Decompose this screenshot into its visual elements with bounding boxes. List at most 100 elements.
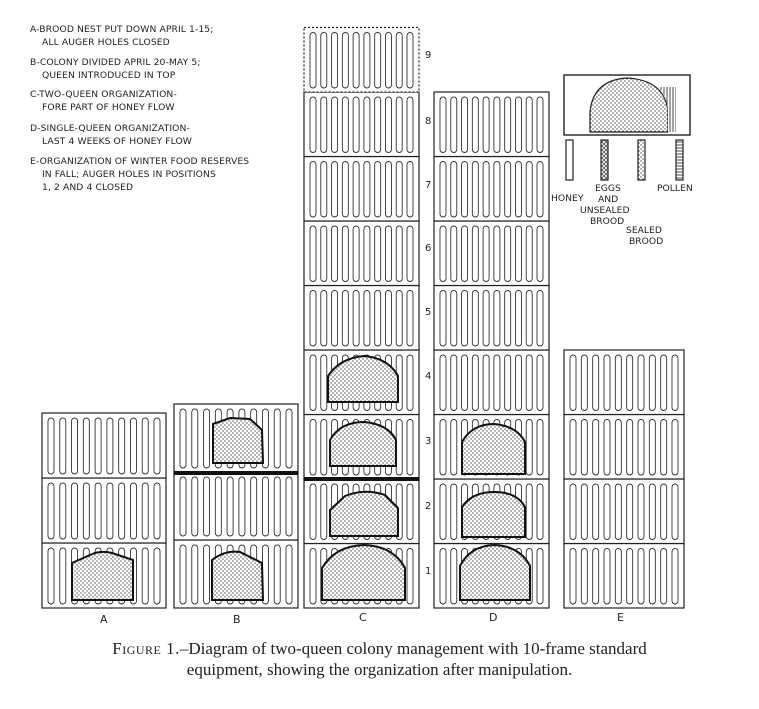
frame: [352, 161, 360, 218]
frame: [320, 225, 328, 282]
frame: [603, 548, 611, 605]
key-pollen-swatch: [675, 139, 684, 181]
frame: [592, 419, 600, 476]
frame: [504, 96, 512, 153]
frame: [580, 483, 588, 540]
frame: [203, 544, 211, 605]
frame: [309, 32, 317, 89]
frame: [493, 354, 501, 411]
brood-d2: [461, 490, 526, 538]
legend-b-line2: QUEEN INTRODUCED IN TOP: [42, 70, 176, 81]
frame: [47, 482, 55, 540]
frame: [450, 483, 458, 540]
frame: [363, 290, 371, 347]
frame: [439, 96, 447, 153]
frame: [648, 483, 656, 540]
frame: [395, 32, 403, 89]
frame: [648, 548, 656, 605]
position-1: 1: [425, 566, 431, 577]
caption-line1-text: –Diagram of two-queen colony management …: [179, 639, 647, 658]
hive-label-b: B: [233, 613, 241, 626]
key-eggs-line2: AND: [598, 194, 618, 205]
hive-label-c: C: [359, 611, 367, 624]
frame: [471, 96, 479, 153]
super-box: [303, 155, 420, 222]
frame: [406, 354, 414, 411]
frame: [637, 419, 645, 476]
frame: [179, 408, 187, 469]
frame: [471, 161, 479, 218]
frame: [514, 290, 522, 347]
frame: [331, 225, 339, 282]
key-brood-arc: [589, 77, 669, 133]
frame: [71, 482, 79, 540]
frame: [118, 482, 126, 540]
frame: [363, 225, 371, 282]
frame: [637, 483, 645, 540]
frame: [309, 290, 317, 347]
brood-a1: [71, 550, 134, 601]
frame: [439, 225, 447, 282]
frame: [614, 483, 622, 540]
frame: [580, 419, 588, 476]
frame: [309, 354, 317, 411]
frame: [250, 476, 258, 537]
frame: [273, 408, 281, 469]
frame: [450, 96, 458, 153]
key-sealed-line1: SEALED: [626, 225, 662, 236]
frame: [536, 483, 544, 540]
frame: [614, 548, 622, 605]
frame: [203, 408, 211, 469]
key-eggs-line3: UNSEALED: [580, 205, 630, 216]
frame: [395, 419, 403, 476]
caption-figure-word: Figure 1.: [112, 639, 180, 658]
frame: [106, 482, 114, 540]
frame: [525, 290, 533, 347]
super-box: [563, 413, 685, 480]
caption-line-1: Figure 1.–Diagram of two-queen colony ma…: [0, 638, 759, 659]
frame: [153, 482, 161, 540]
key-sealed-line2: BROOD: [629, 236, 663, 247]
frame: [525, 96, 533, 153]
position-5: 5: [425, 307, 431, 318]
frame: [660, 419, 668, 476]
frame: [450, 225, 458, 282]
key-honey-swatch: [565, 139, 574, 181]
frame: [439, 548, 447, 605]
position-2: 2: [425, 501, 431, 512]
frame: [406, 32, 414, 89]
frame: [626, 419, 634, 476]
frame: [482, 290, 490, 347]
frame: [471, 225, 479, 282]
super-box: [41, 477, 167, 544]
frame: [203, 476, 211, 537]
frame: [331, 96, 339, 153]
key-eggs-swatch: [600, 139, 609, 181]
brood-d1: [459, 543, 531, 601]
frame: [461, 96, 469, 153]
key-eggs-line1: EGGS: [595, 183, 621, 194]
key-honey-label: HONEY: [551, 193, 584, 204]
frame: [671, 548, 679, 605]
frame: [536, 225, 544, 282]
super-box: [41, 412, 167, 479]
frame: [384, 290, 392, 347]
frame: [341, 32, 349, 89]
frame: [82, 482, 90, 540]
inner-cover-divider: [304, 477, 419, 481]
frame: [514, 161, 522, 218]
legend: A-BROOD NEST PUT DOWN APRIL 1-15; ALL AU…: [30, 24, 249, 193]
frame: [450, 419, 458, 476]
frame: [461, 225, 469, 282]
frame: [309, 161, 317, 218]
brood-b3: [212, 416, 265, 464]
frame: [603, 354, 611, 411]
super-box: [433, 349, 550, 416]
legend-c-line1: C-TWO-QUEEN ORGANIZATION-: [30, 89, 177, 100]
figure-caption: Figure 1.–Diagram of two-queen colony ma…: [0, 638, 759, 680]
frame: [569, 483, 577, 540]
frame: [461, 354, 469, 411]
frame: [238, 476, 246, 537]
frame: [341, 96, 349, 153]
frame: [536, 548, 544, 605]
